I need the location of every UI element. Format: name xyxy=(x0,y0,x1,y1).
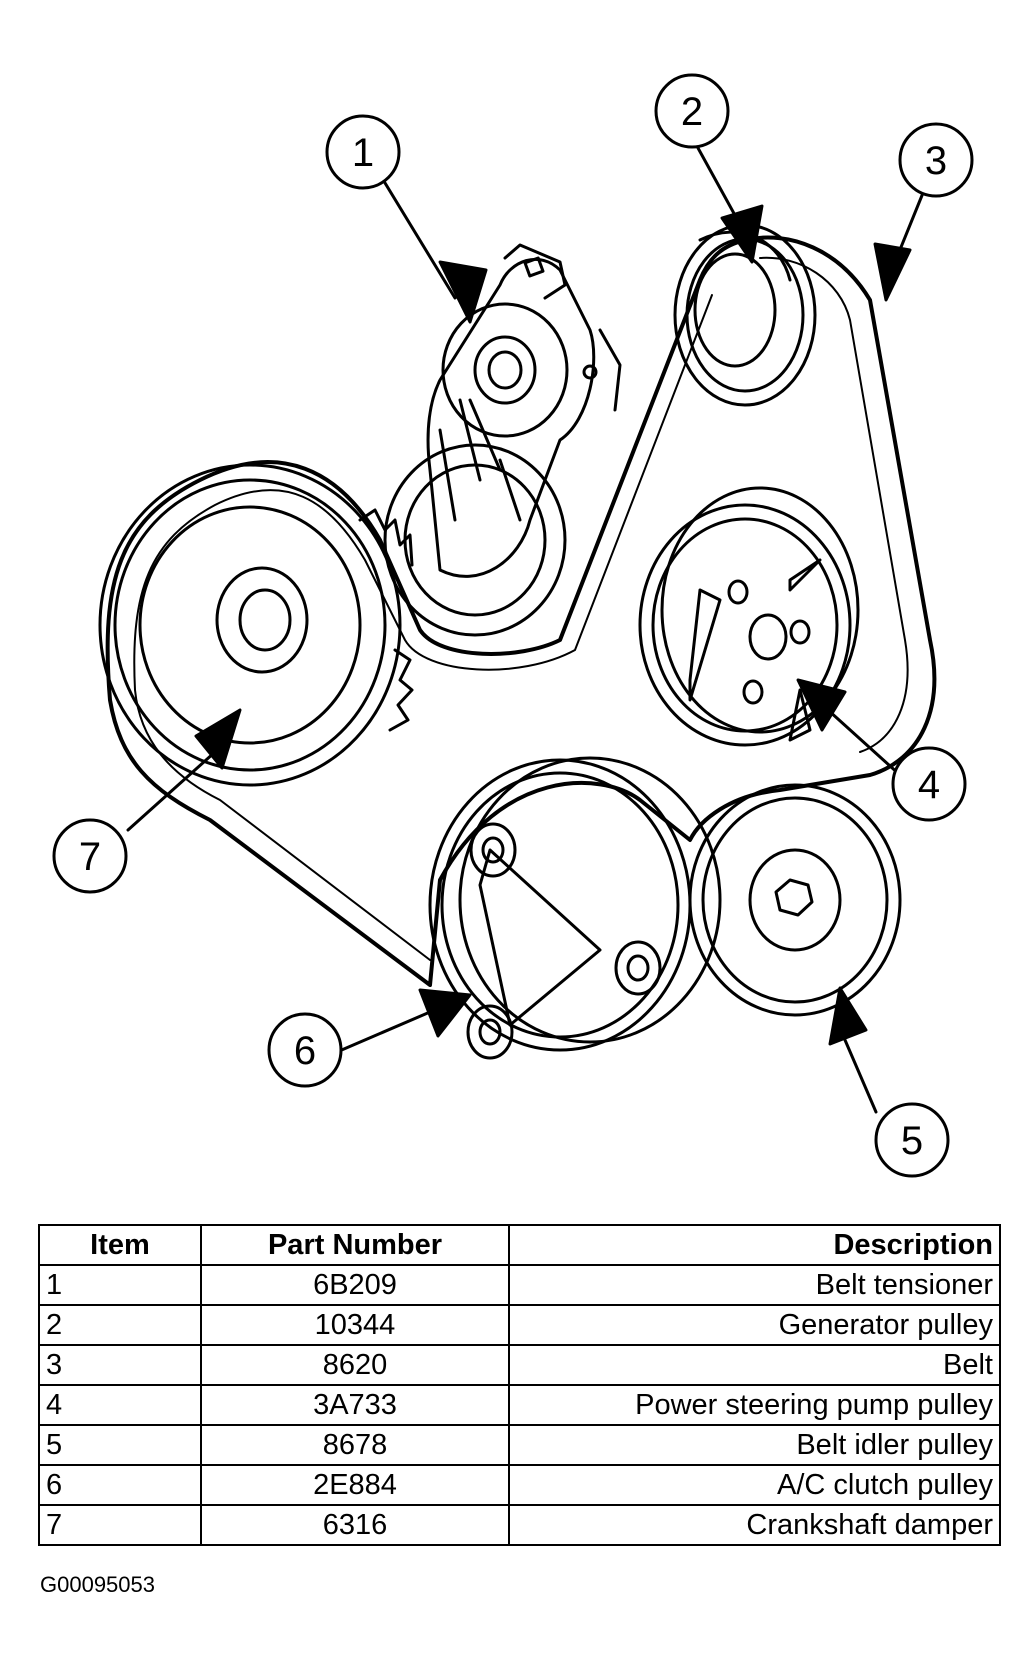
belt-idler-pulley xyxy=(688,783,902,1017)
callout-1: 1 xyxy=(325,114,401,190)
svg-text:2: 2 xyxy=(681,90,703,134)
callout-7: 7 xyxy=(52,818,128,894)
cell-item: 1 xyxy=(38,1264,202,1306)
cell-description: A/C clutch pulley xyxy=(508,1464,1001,1506)
table-header-row: Item Part Number Description xyxy=(38,1224,1001,1266)
header-description: Description xyxy=(508,1224,1001,1266)
ac-clutch-pulley xyxy=(428,756,722,1060)
svg-text:3: 3 xyxy=(925,139,947,183)
cell-item: 2 xyxy=(38,1304,202,1346)
table-row: 2 10344 Generator pulley xyxy=(38,1304,1001,1346)
cell-part-number: 6316 xyxy=(200,1504,510,1546)
cell-item: 7 xyxy=(38,1504,202,1546)
table-row: 4 3A733 Power steering pump pulley xyxy=(38,1384,1001,1426)
cell-part-number: 6B209 xyxy=(200,1264,510,1306)
cell-part-number: 8678 xyxy=(200,1424,510,1466)
cell-part-number: 2E884 xyxy=(200,1464,510,1506)
svg-text:4: 4 xyxy=(918,763,940,807)
leader-arrows xyxy=(126,146,927,1114)
callout-6: 6 xyxy=(267,1012,343,1088)
header-item: Item xyxy=(38,1224,202,1266)
parts-table: Item Part Number Description 1 6B209 Bel… xyxy=(38,1224,1001,1546)
cell-part-number: 3A733 xyxy=(200,1384,510,1426)
svg-text:6: 6 xyxy=(294,1029,316,1073)
belt-routing-diagram: 1 2 3 4 5 6 7 xyxy=(52,73,974,1178)
figure-id: G00095053 xyxy=(40,1572,155,1597)
cell-description: Crankshaft damper xyxy=(508,1504,1001,1546)
cell-item: 4 xyxy=(38,1384,202,1426)
table-row: 5 8678 Belt idler pulley xyxy=(38,1424,1001,1466)
cell-description: Belt xyxy=(508,1344,1001,1386)
cell-part-number: 8620 xyxy=(200,1344,510,1386)
callout-4: 4 xyxy=(891,746,967,822)
cell-description: Belt tensioner xyxy=(508,1264,1001,1306)
callout-5: 5 xyxy=(874,1102,950,1178)
cell-part-number: 10344 xyxy=(200,1304,510,1346)
table-row: 6 2E884 A/C clutch pulley xyxy=(38,1464,1001,1506)
cell-item: 6 xyxy=(38,1464,202,1506)
callout-2: 2 xyxy=(654,73,730,149)
svg-text:7: 7 xyxy=(79,835,101,879)
cell-item: 3 xyxy=(38,1344,202,1386)
svg-text:1: 1 xyxy=(352,131,374,175)
table-row: 1 6B209 Belt tensioner xyxy=(38,1264,1001,1306)
table-row: 7 6316 Crankshaft damper xyxy=(38,1504,1001,1546)
cell-description: Generator pulley xyxy=(508,1304,1001,1346)
cell-item: 5 xyxy=(38,1424,202,1466)
table-row: 3 8620 Belt xyxy=(38,1344,1001,1386)
tensioner-pulley xyxy=(383,443,567,637)
cell-description: Belt idler pulley xyxy=(508,1424,1001,1466)
callout-3: 3 xyxy=(898,122,974,198)
header-part-number: Part Number xyxy=(200,1224,510,1266)
drive-belt xyxy=(105,235,937,987)
drive-belt-inner-edge xyxy=(133,256,909,961)
power-steering-pump-pulley xyxy=(638,486,860,747)
belt-tensioner xyxy=(426,243,622,578)
crankshaft-damper xyxy=(98,463,414,787)
svg-text:5: 5 xyxy=(901,1119,923,1163)
cell-description: Power steering pump pulley xyxy=(508,1384,1001,1426)
